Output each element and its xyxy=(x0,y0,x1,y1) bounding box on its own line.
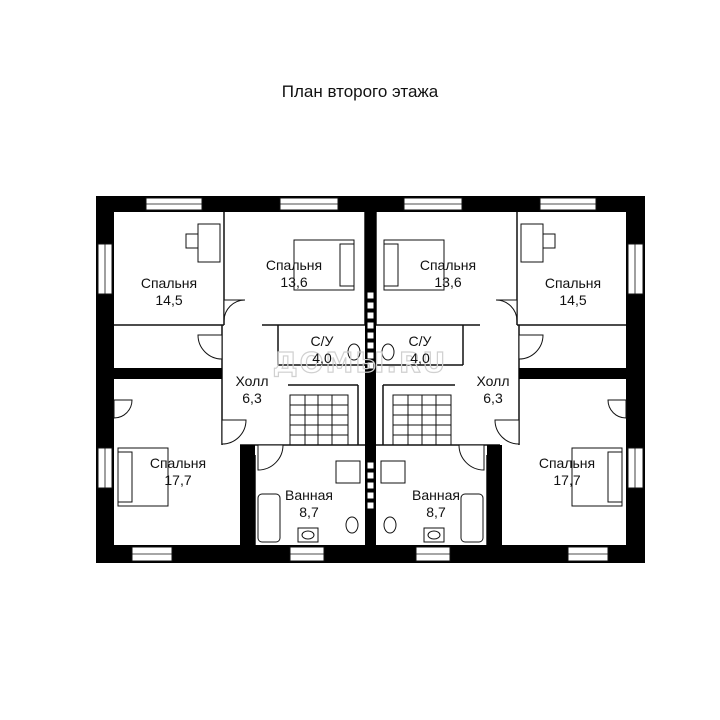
room-label: Холл xyxy=(477,373,510,389)
room-label: С/У xyxy=(409,333,432,349)
room-labels: Спальня 14,5 Спальня 13,6 Спальня 13,6 С… xyxy=(141,257,601,520)
room-area: 17,7 xyxy=(553,472,580,488)
stairs xyxy=(289,394,452,446)
room-area: 13,6 xyxy=(280,274,307,290)
room-area: 8,7 xyxy=(299,504,319,520)
furniture xyxy=(117,223,623,507)
room-area: 8,7 xyxy=(426,504,446,520)
room-area: 14,5 xyxy=(559,292,586,308)
room-label: С/У xyxy=(311,333,334,349)
room-label: Спальня xyxy=(539,455,595,471)
room-area: 4,0 xyxy=(312,350,332,366)
room-label: Ванная xyxy=(412,487,460,503)
room-label: Спальня xyxy=(545,275,601,291)
room-area: 14,5 xyxy=(155,292,182,308)
room-area: 6,3 xyxy=(242,390,262,406)
room-label: Спальня xyxy=(266,257,322,273)
room-area: 6,3 xyxy=(483,390,503,406)
vent-shaft xyxy=(366,291,375,510)
watermark: ДОМЫ.RU xyxy=(273,346,448,379)
room-label: Ванная xyxy=(285,487,333,503)
plan-title: План второго этажа xyxy=(281,82,439,101)
room-area: 4,0 xyxy=(410,350,430,366)
room-label: Спальня xyxy=(141,275,197,291)
door-swings xyxy=(113,299,627,471)
room-label: Спальня xyxy=(150,455,206,471)
room-label: Холл xyxy=(236,373,269,389)
room-area: 13,6 xyxy=(434,274,461,290)
room-label: Спальня xyxy=(420,257,476,273)
sanitary xyxy=(257,343,484,543)
room-area: 17,7 xyxy=(164,472,191,488)
